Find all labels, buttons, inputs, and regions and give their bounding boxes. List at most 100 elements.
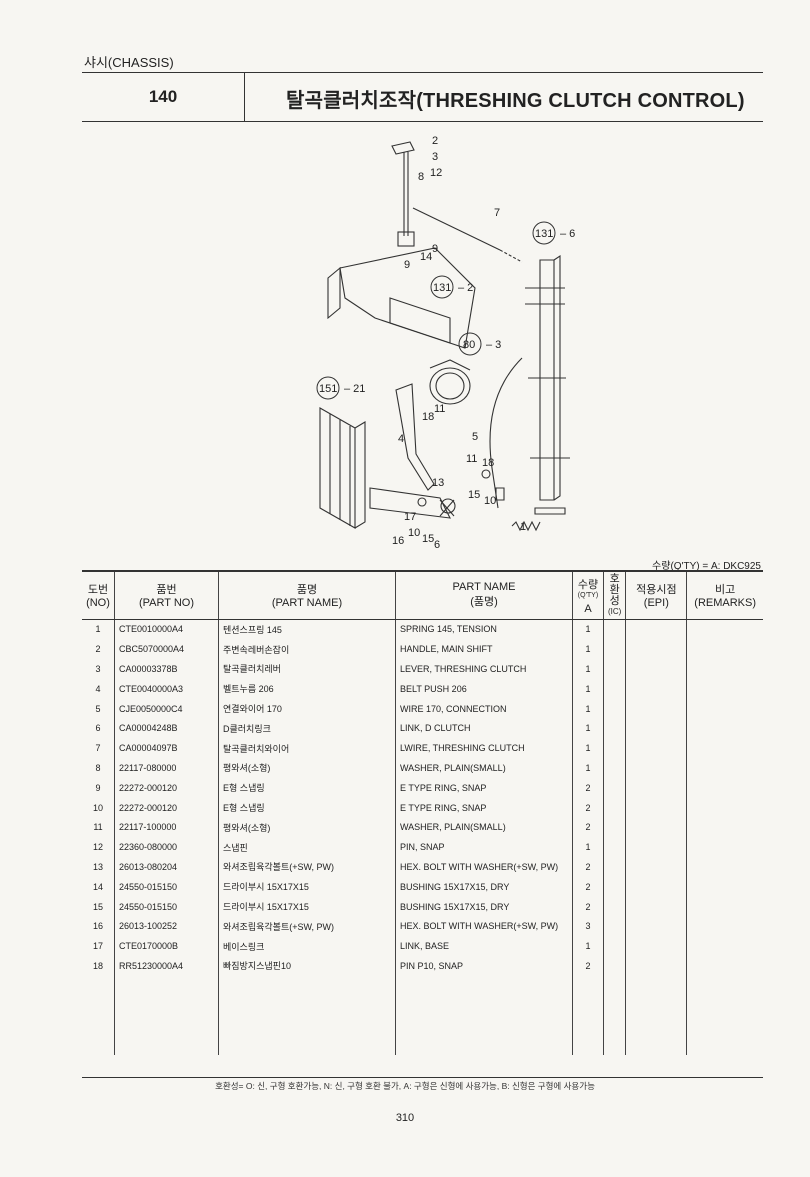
svg-text:16: 16 bbox=[392, 535, 404, 547]
row-part-name-ko: 벨트누름 206 bbox=[218, 678, 396, 699]
row-remarks bbox=[686, 718, 763, 739]
row-ic bbox=[602, 956, 626, 976]
row-part-no: CA00003378B bbox=[114, 659, 219, 679]
row-ic bbox=[602, 777, 626, 798]
row-remarks bbox=[686, 837, 763, 858]
row-remarks bbox=[686, 975, 763, 996]
row-ic bbox=[602, 857, 626, 877]
row-remarks bbox=[686, 1015, 763, 1036]
header-ic-en: (IC) bbox=[608, 607, 622, 617]
header-part-no: 품번 (PART NO) bbox=[114, 570, 219, 620]
header-part-name-ko: 품명 bbox=[296, 584, 318, 597]
row-epi bbox=[625, 995, 687, 1016]
svg-text:11: 11 bbox=[466, 453, 477, 465]
row-part-name-en: SPRING 145, TENSION bbox=[395, 619, 573, 640]
row-ic bbox=[602, 896, 626, 917]
row-remarks bbox=[686, 896, 763, 917]
row-remarks bbox=[686, 936, 763, 957]
row-no: 16 bbox=[92, 921, 103, 932]
row-part-name-ko bbox=[218, 1035, 396, 1056]
row-part-no: CA00004248B bbox=[114, 718, 219, 739]
row-remarks bbox=[686, 995, 763, 1016]
row-ic bbox=[602, 758, 626, 778]
svg-text:10: 10 bbox=[484, 495, 496, 507]
row-ic bbox=[602, 698, 626, 719]
header-qty-a: A bbox=[584, 602, 592, 615]
row-epi bbox=[625, 936, 687, 957]
row-no: 18 bbox=[92, 960, 103, 971]
header-part-no-ko: 품번 bbox=[156, 584, 177, 597]
row-part-name-ko: 주변속레버손잡이 bbox=[218, 639, 396, 660]
row-ic bbox=[602, 817, 626, 838]
row-epi bbox=[625, 619, 687, 640]
svg-text:14: 14 bbox=[420, 251, 432, 263]
header-qty: 수량 (Q'TY) A bbox=[572, 570, 604, 620]
row-part-name-en: LINK, D CLUTCH bbox=[395, 718, 573, 739]
row-no: 3 bbox=[95, 663, 101, 674]
header-bottom-rule bbox=[82, 121, 763, 122]
handle-shape bbox=[391, 141, 415, 155]
header-part-name-en: PART NAME (품명) bbox=[395, 570, 573, 620]
row-qty: 2 bbox=[572, 857, 604, 877]
svg-text:8: 8 bbox=[418, 171, 424, 183]
header-ename-en: (품명) bbox=[470, 596, 498, 609]
row-part-name-en: WASHER, PLAIN(SMALL) bbox=[395, 817, 573, 838]
header-qty-ko: 수량 bbox=[577, 578, 599, 591]
row-part-no: CJE0050000C4 bbox=[114, 698, 219, 719]
row-part-name-ko: 스냅핀 bbox=[218, 837, 396, 858]
row-epi bbox=[625, 1015, 687, 1036]
row-no: 15 bbox=[92, 901, 103, 912]
row-part-name-en: E TYPE RING, SNAP bbox=[395, 797, 573, 818]
row-part-no: 22117-080000 bbox=[114, 758, 219, 778]
row-part-no bbox=[114, 1015, 219, 1036]
row-epi bbox=[625, 718, 687, 739]
row-part-no: 22272-000120 bbox=[114, 777, 219, 798]
header-epi-en: (EPI) bbox=[643, 597, 669, 610]
row-remarks bbox=[686, 857, 763, 877]
row-part-no: 26013-100252 bbox=[114, 916, 219, 937]
row-ic bbox=[602, 975, 626, 996]
empty-row bbox=[82, 1015, 763, 1036]
svg-text:17: 17 bbox=[404, 511, 416, 523]
header-part-name: 품명 (PART NAME) bbox=[218, 570, 396, 620]
row-epi bbox=[625, 797, 687, 818]
svg-text:– 2: – 2 bbox=[458, 282, 473, 294]
row-part-name-en: BELT PUSH 206 bbox=[395, 678, 573, 699]
header-qty-en: (Q'TY) bbox=[577, 591, 599, 599]
parts-diagram: 2 3 8 12 7 131 – 6 9 14 9 131 – 2 80 – 3… bbox=[316, 135, 575, 551]
row-qty: 1 bbox=[572, 758, 604, 778]
row-part-name-en: WIRE 170, CONNECTION bbox=[395, 698, 573, 719]
row-part-no bbox=[114, 995, 219, 1016]
row-remarks bbox=[686, 619, 763, 640]
header-no-en: (NO) bbox=[86, 597, 110, 610]
header-part-no-en: (PART NO) bbox=[138, 597, 194, 610]
row-part-name-en bbox=[395, 975, 573, 996]
row-remarks bbox=[686, 777, 763, 798]
row-part-no: 26013-080204 bbox=[114, 857, 219, 877]
row-part-name-ko: D클러치링크 bbox=[218, 718, 396, 739]
row-no bbox=[82, 996, 115, 1016]
row-part-name-en: E TYPE RING, SNAP bbox=[395, 777, 573, 798]
row-part-name-ko: 와셔조립육각볼트(+SW, PW) bbox=[218, 857, 396, 877]
row-no: 12 bbox=[92, 842, 103, 853]
row-no: 14 bbox=[92, 881, 103, 892]
row-qty: 1 bbox=[572, 837, 604, 858]
row-epi bbox=[625, 975, 687, 996]
row-part-name-ko bbox=[218, 975, 396, 996]
header-remarks-ko: 비고 bbox=[715, 584, 736, 597]
row-ic bbox=[602, 1035, 626, 1056]
row-part-name-ko: 드라이부시 15X17X15 bbox=[218, 896, 396, 917]
row-remarks bbox=[686, 738, 763, 759]
row-remarks bbox=[686, 916, 763, 937]
row-ic bbox=[602, 837, 626, 858]
row-remarks bbox=[686, 797, 763, 818]
row-part-no bbox=[114, 1035, 219, 1056]
row-ic bbox=[602, 995, 626, 1016]
row-ic bbox=[602, 619, 626, 640]
row-no: 2 bbox=[95, 644, 101, 655]
row-qty: 1 bbox=[572, 639, 604, 660]
